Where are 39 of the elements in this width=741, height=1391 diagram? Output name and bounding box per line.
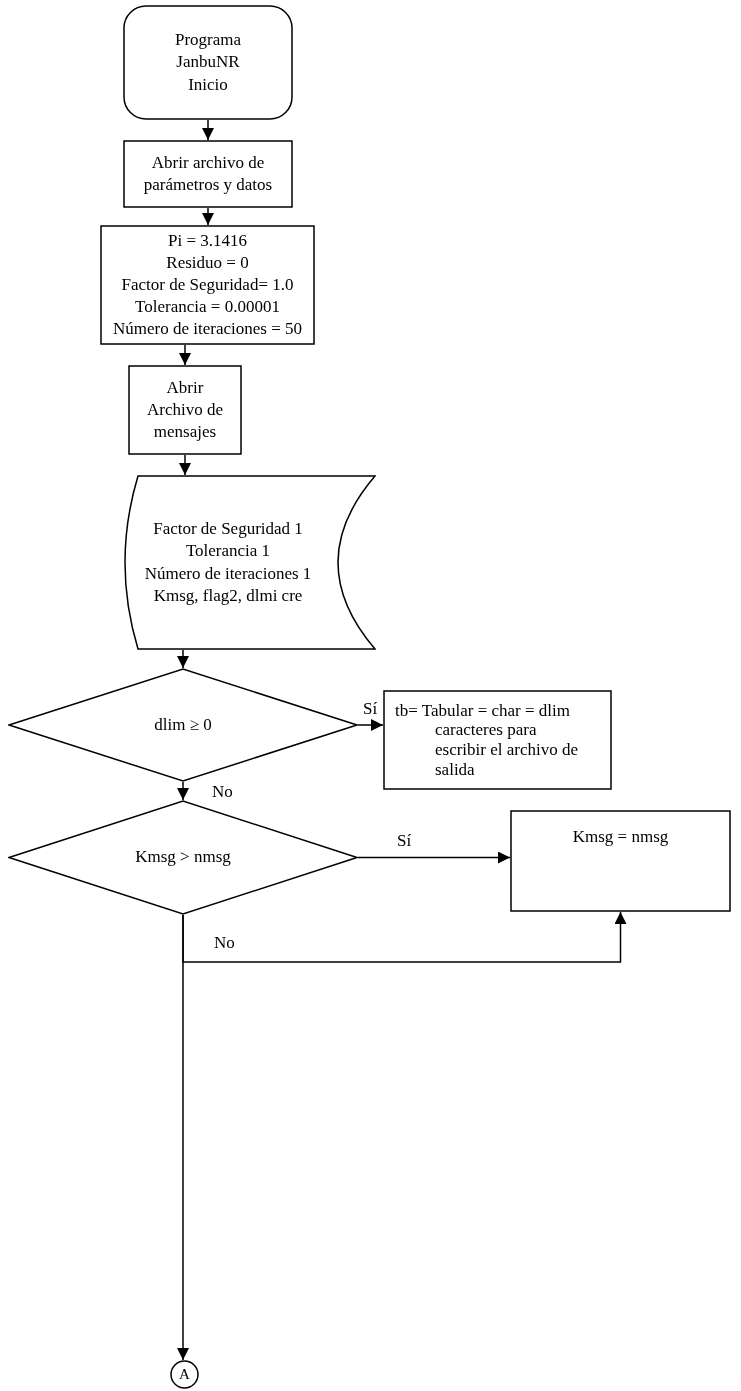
node-text: Abrir Archivo de mensajes	[146, 376, 224, 444]
process-box	[510, 810, 731, 912]
edge-label: Sí	[395, 832, 414, 849]
node-text: dlim ≥ 0	[154, 713, 212, 736]
process-box	[383, 690, 612, 790]
arrow	[357, 719, 384, 731]
node-text: Pi = 3.1416	[168, 229, 247, 252]
arrow	[357, 851, 511, 864]
connector-circle	[170, 1360, 199, 1389]
arrow	[202, 119, 214, 141]
node-text: Programa JanbuNR Inicio	[173, 29, 243, 96]
node-text: tb= Tabular = char = dlim caracteres para escribir el archivo de salida	[395, 700, 579, 780]
node-text: Tolerancia = 0.00001	[135, 296, 280, 319]
node-text: Número de iteraciones 1	[144, 562, 312, 585]
node-text: Número de iteraciones = 50	[113, 318, 302, 341]
arrow	[179, 344, 191, 366]
process-box	[100, 225, 315, 345]
process-box	[128, 365, 242, 455]
edge-label: No	[212, 934, 237, 951]
arrow	[182, 911, 627, 963]
node-text: A	[179, 1367, 190, 1382]
edge-label: No	[210, 783, 235, 800]
start-box	[123, 5, 293, 120]
node-text: Kmsg = nmsg	[572, 826, 669, 848]
node-text: Abrir archivo de parámetros y datos	[142, 151, 274, 196]
node-text: Kmsg, flag2, dlmi cre	[153, 584, 303, 607]
decision-diamond	[8, 668, 358, 782]
arrow	[179, 454, 191, 476]
arrow	[177, 781, 189, 801]
process-box	[123, 140, 293, 208]
arrow	[177, 649, 189, 669]
node-text: Tolerancia 1	[185, 540, 271, 563]
edge-label: Sí	[361, 700, 380, 717]
node-text: Residuo = 0	[166, 251, 249, 274]
node-text: Kmsg > nmsg	[135, 846, 231, 869]
node-text: Factor de Seguridad= 1.0	[121, 273, 294, 296]
node-text: Factor de Seguridad 1	[153, 518, 303, 541]
decision-diamond	[8, 800, 358, 915]
arrow	[202, 207, 214, 226]
